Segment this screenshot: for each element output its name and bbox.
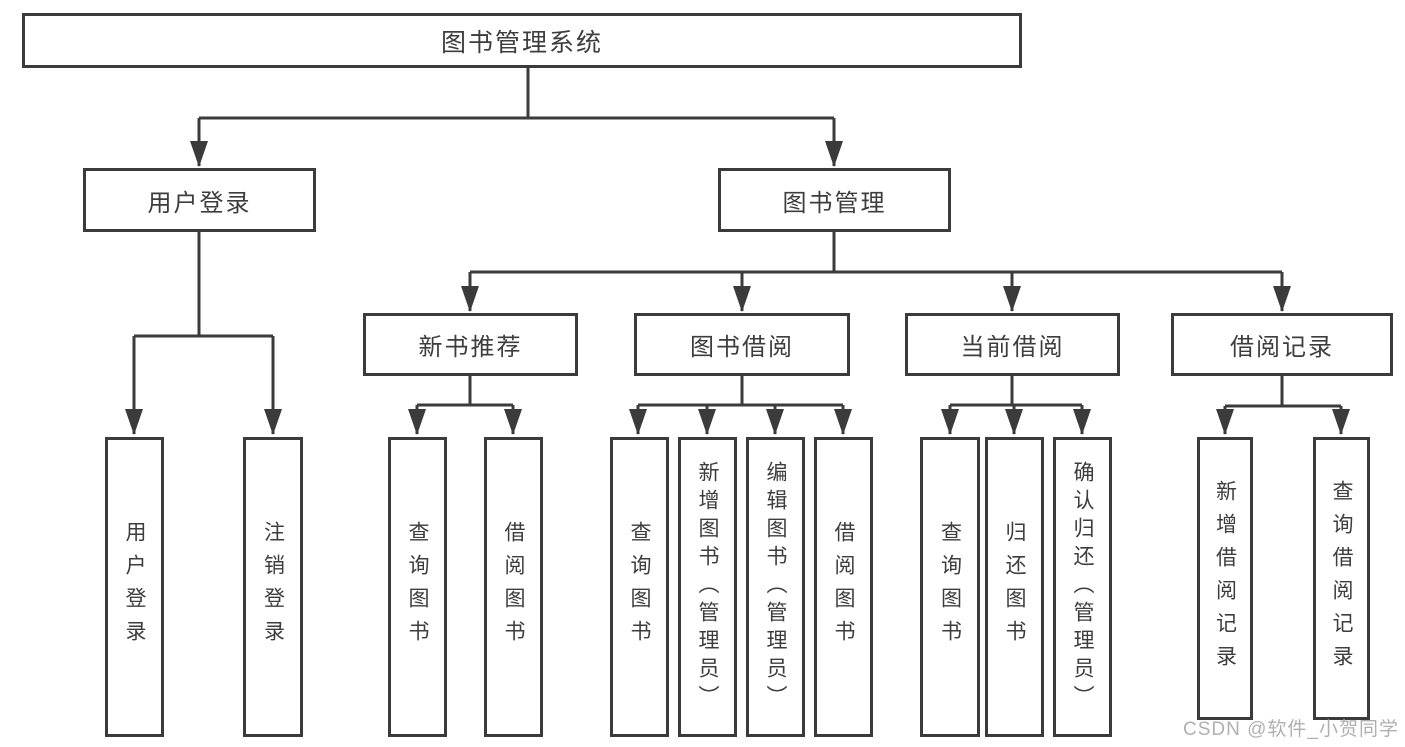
leaf-records-query-record: 查询借阅记录 xyxy=(1313,437,1370,720)
node-current-borrow: 当前借阅 xyxy=(905,313,1120,376)
node-label: 编辑图书（管理员） xyxy=(764,461,787,713)
leaf-borrow-query-book: 查询图书 xyxy=(610,437,669,737)
node-borrow-records: 借阅记录 xyxy=(1171,313,1393,376)
node-label: 新增借阅记录 xyxy=(1213,479,1237,678)
leaf-current-query-book: 查询图书 xyxy=(920,437,980,737)
leaf-records-add-record: 新增借阅记录 xyxy=(1197,437,1253,720)
leaf-user-login: 用户登录 xyxy=(105,437,164,737)
node-label: 查询借阅记录 xyxy=(1330,479,1353,678)
node-label: 图书管理 xyxy=(782,189,887,217)
node-label: 借阅图书 xyxy=(502,521,525,653)
leaf-borrow-borrow-book: 借阅图书 xyxy=(814,437,873,737)
node-label: 确认归还（管理员） xyxy=(1071,461,1094,713)
node-label: 查询图书 xyxy=(628,521,651,653)
leaf-logout-login: 注销登录 xyxy=(243,437,303,737)
csdn-watermark: CSDN @软件_小贺同学 xyxy=(1183,719,1399,740)
leaf-borrow-edit-book-admin: 编辑图书（管理员） xyxy=(746,437,805,737)
node-library-management-system: 图书管理系统 xyxy=(22,13,1022,68)
node-label: 借阅记录 xyxy=(1230,334,1334,361)
node-book-management: 图书管理 xyxy=(718,168,951,232)
leaf-recommend-borrow-book: 借阅图书 xyxy=(484,437,543,737)
node-label: 新增图书（管理员） xyxy=(696,461,719,713)
leaf-recommend-query-book: 查询图书 xyxy=(388,437,447,737)
node-label: 新书推荐 xyxy=(418,334,523,361)
node-book-borrow: 图书借阅 xyxy=(634,313,850,376)
node-new-book-recommend: 新书推荐 xyxy=(363,313,578,376)
node-label: 用户登录 xyxy=(147,189,252,217)
node-label: 查询图书 xyxy=(406,521,429,653)
node-label: 当前借阅 xyxy=(960,334,1065,361)
leaf-borrow-add-book-admin: 新增图书（管理员） xyxy=(678,437,737,737)
node-label: 注销登录 xyxy=(261,521,285,653)
node-label: 借阅图书 xyxy=(832,521,855,653)
node-label: 用户登录 xyxy=(123,521,146,653)
node-label: 图书管理系统 xyxy=(440,28,603,57)
node-user-login: 用户登录 xyxy=(83,168,316,232)
leaf-current-return-book: 归还图书 xyxy=(985,437,1044,737)
node-label: 查询图书 xyxy=(938,521,962,653)
leaf-current-confirm-return-admin: 确认归还（管理员） xyxy=(1053,437,1112,737)
node-label: 归还图书 xyxy=(1003,521,1026,653)
node-label: 图书借阅 xyxy=(690,334,794,361)
